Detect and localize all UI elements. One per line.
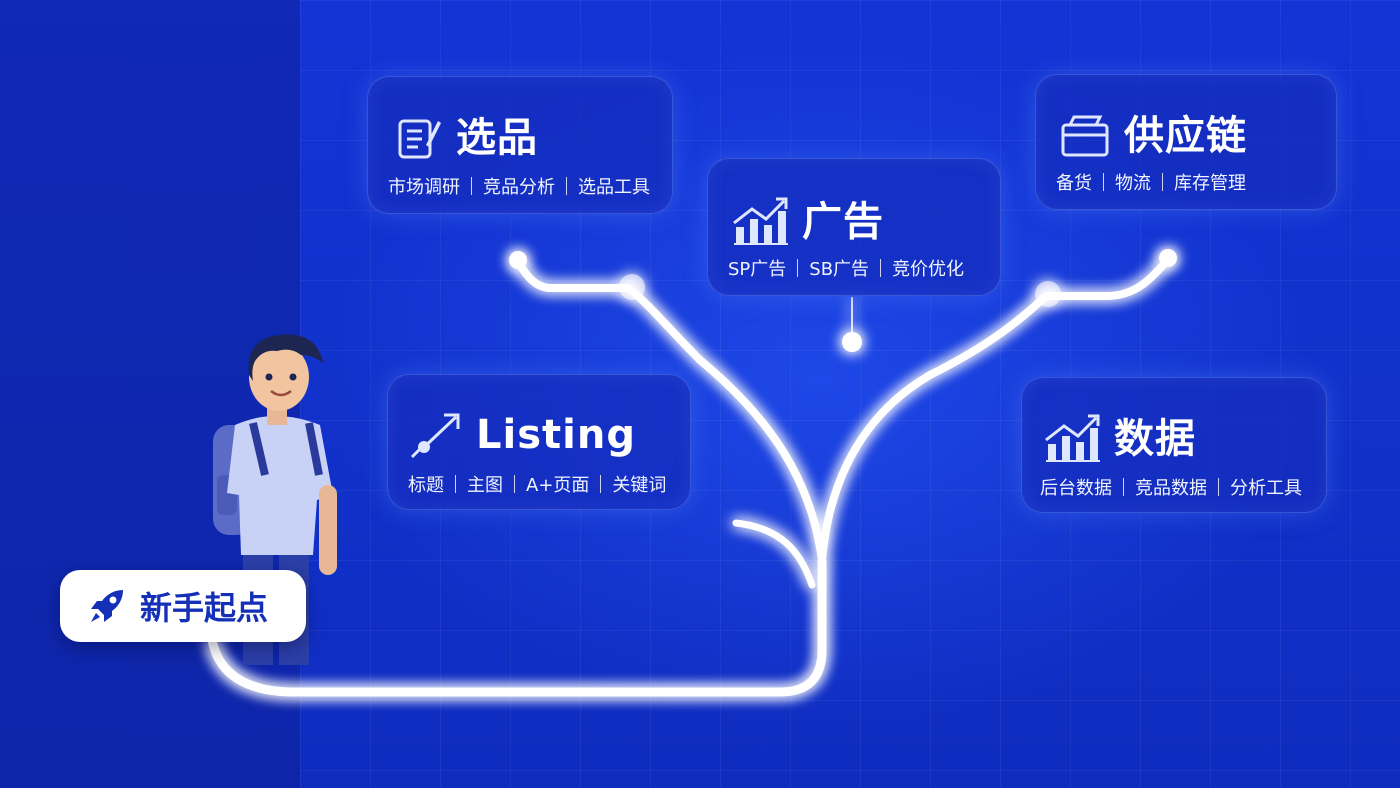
- node-title: 选品: [456, 115, 538, 161]
- document-edit-icon: [396, 115, 442, 161]
- node-card-gongyinglian[interactable]: 供应链 备货 物流 库存管理: [1035, 74, 1337, 210]
- path-branch-xuanpin: [514, 258, 826, 564]
- node-tag: 关键词: [612, 475, 667, 496]
- node-dot-gongyinglian: [1159, 249, 1177, 267]
- node-tags: 备货 物流 库存管理: [1056, 169, 1246, 195]
- node-tag: 竞品分析: [483, 177, 555, 198]
- node-tag: SP广告: [728, 259, 787, 280]
- folder-box-icon: [1060, 113, 1110, 159]
- node-tag: 物流: [1115, 173, 1151, 194]
- node-tag: 分析工具: [1230, 478, 1302, 499]
- node-title: 数据: [1114, 416, 1196, 462]
- node-tag: A+页面: [526, 475, 590, 496]
- node-tag: 主图: [467, 475, 503, 496]
- student-illustration: [213, 334, 337, 665]
- path-branch-gongyinglian: [818, 256, 1172, 564]
- node-tag: 库存管理: [1174, 173, 1246, 194]
- node-card-shuju[interactable]: 数据 后台数据 竞品数据 分析工具: [1021, 377, 1327, 513]
- node-card-listing[interactable]: Listing 标题 主图 A+页面 关键词: [387, 374, 691, 510]
- node-tag: 后台数据: [1040, 478, 1112, 499]
- junction-left: [619, 274, 645, 300]
- node-dot-xuanpin: [509, 251, 527, 269]
- node-tags: 市场调研 竞品分析 选品工具: [388, 173, 650, 199]
- node-title: Listing: [476, 412, 636, 458]
- node-tags: 标题 主图 A+页面 关键词: [408, 471, 666, 497]
- node-tags: 后台数据 竞品数据 分析工具: [1040, 474, 1302, 500]
- node-tag: 备货: [1056, 173, 1092, 194]
- junction-right: [1035, 281, 1061, 307]
- node-tag: 选品工具: [578, 177, 650, 198]
- node-title: 广告: [802, 199, 884, 245]
- arrow-target-icon: [410, 411, 462, 459]
- node-title: 供应链: [1124, 113, 1247, 159]
- bar-chart-growth-icon: [732, 197, 788, 247]
- node-dot-guanggao: [842, 332, 862, 352]
- node-card-guanggao[interactable]: 广告 SP广告 SB广告 竞价优化: [707, 158, 1001, 296]
- node-tags: SP广告 SB广告 竞价优化: [728, 255, 964, 281]
- start-button-label: 新手起点: [140, 589, 269, 627]
- rocket-icon: [88, 587, 126, 625]
- node-tag: SB广告: [809, 259, 870, 280]
- node-card-xuanpin[interactable]: 选品 市场调研 竞品分析 选品工具: [367, 76, 673, 214]
- path-curl-listing: [732, 519, 816, 589]
- bar-chart-growth-icon: [1044, 414, 1100, 464]
- node-tag: 竞品数据: [1135, 478, 1207, 499]
- start-button[interactable]: 新手起点: [60, 570, 306, 642]
- node-tag: 竞价优化: [892, 259, 965, 280]
- node-tag: 标题: [408, 475, 444, 496]
- node-tag: 市场调研: [388, 177, 460, 198]
